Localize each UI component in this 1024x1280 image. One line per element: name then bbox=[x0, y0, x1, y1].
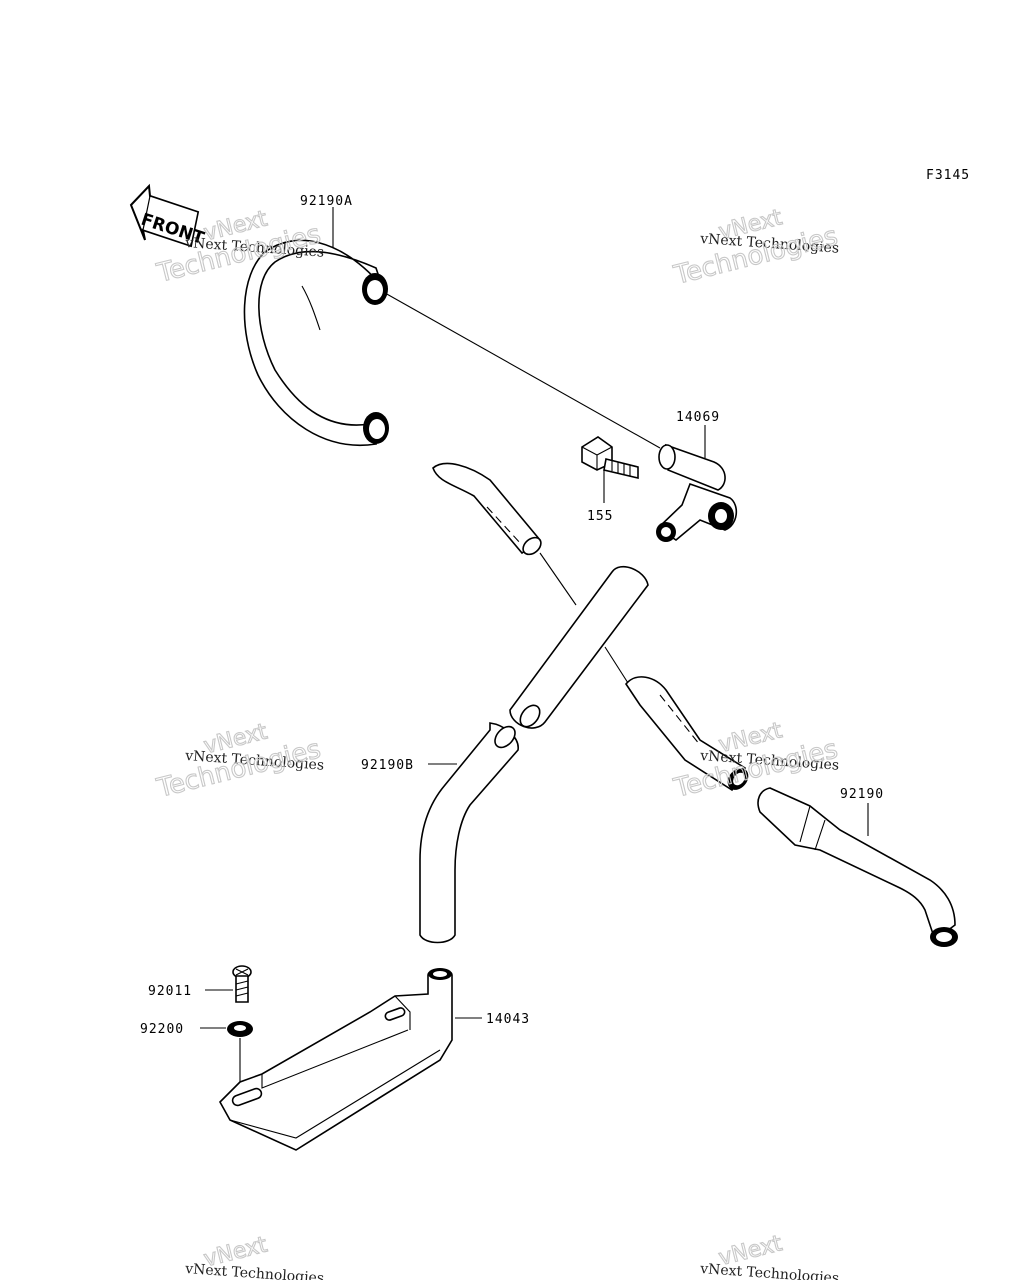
hose-92190B bbox=[419, 722, 519, 944]
label-14069: 14069 bbox=[676, 410, 720, 425]
watermark-bottom-left: vNext vNext Technologies bbox=[184, 1232, 325, 1280]
watermark-bottom-right: vNext vNext Technologies bbox=[699, 1231, 840, 1280]
label-92011: 92011 bbox=[148, 984, 192, 999]
screw-92011 bbox=[232, 965, 252, 1003]
hose-92190 bbox=[757, 787, 958, 947]
svg-text:vNext Technologies: vNext Technologies bbox=[184, 1261, 325, 1280]
bracket-14043 bbox=[219, 968, 453, 1151]
label-14043: 14043 bbox=[486, 1012, 530, 1027]
front-arrow-icon: FRONT bbox=[129, 183, 207, 249]
bolt-155 bbox=[581, 436, 639, 480]
label-92190B: 92190B bbox=[361, 758, 414, 773]
label-92190: 92190 bbox=[840, 787, 884, 802]
watermark-mid-left: vNext vNext Technologies Technologies bbox=[153, 719, 325, 805]
label-155: 155 bbox=[587, 509, 613, 524]
washer-92200 bbox=[227, 1021, 253, 1037]
hose-upper-short bbox=[432, 462, 542, 556]
svg-text:vNext Technologies: vNext Technologies bbox=[699, 1261, 840, 1280]
hose-92190A bbox=[243, 239, 389, 446]
tube-middle bbox=[509, 566, 649, 729]
fitting-14069 bbox=[656, 443, 738, 542]
hose-right-mid bbox=[625, 676, 749, 792]
watermark-top-right: vNext vNext Technologies Technologies bbox=[670, 205, 841, 292]
figure-code: F3145 bbox=[926, 168, 970, 183]
label-92190A: 92190A bbox=[300, 194, 353, 209]
label-92200: 92200 bbox=[140, 1022, 184, 1037]
